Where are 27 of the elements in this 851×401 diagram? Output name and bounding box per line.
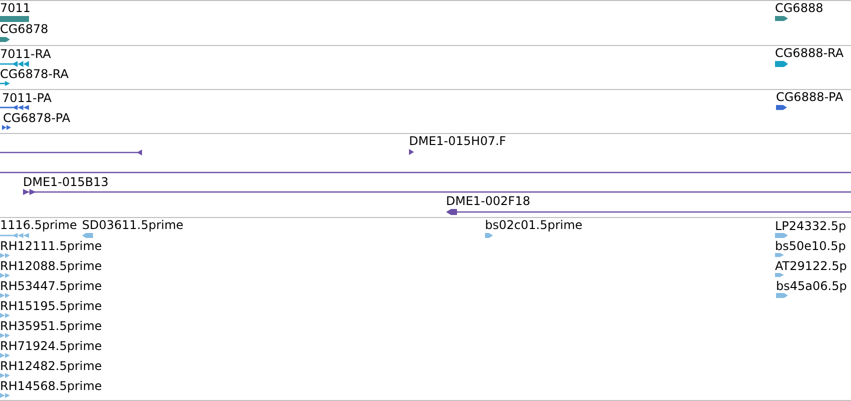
feature-label: RH12111.5prime — [0, 240, 102, 253]
feature-label: 7011-RA — [0, 48, 51, 61]
feature-label: RH14568.5prime — [0, 380, 102, 393]
feature-label: RH12482.5prime — [0, 360, 102, 373]
feature-label: AT29122.5p — [775, 260, 847, 273]
feature-label: RH53447.5prime — [0, 280, 102, 293]
feature-label: CG6888-RA — [775, 47, 844, 60]
feature-label: RH71924.5prime — [0, 340, 102, 353]
feature-label: RH15195.5prime — [0, 300, 102, 313]
feature-label: CG6888-PA — [776, 91, 844, 104]
feature-label: LP24332.5p — [775, 220, 846, 233]
feature-label: DME1-015H07.F — [409, 135, 506, 148]
feature-label: RH35951.5prime — [0, 320, 102, 333]
feature-label: RH12088.5prime — [0, 260, 102, 273]
feature-label: SD03611.5prime — [82, 219, 184, 232]
feature-label: DME1-015B13 — [23, 176, 109, 189]
feature-label: CG6878 — [0, 23, 48, 36]
feature-label: bs02c01.5prime — [485, 219, 582, 232]
feature-label: CG6888 — [775, 2, 824, 15]
feature-label: 1116.5prime — [0, 219, 77, 232]
feature-label: 7011 — [0, 2, 31, 15]
feature-label: bs50e10.5p — [775, 240, 846, 253]
feature-label: bs45a06.5p — [776, 280, 847, 293]
feature-label: DME1-002F18 — [446, 195, 530, 208]
feature-label: CG6878-RA — [0, 68, 69, 81]
feature-label: CG6878-PA — [3, 112, 70, 125]
feature-label: 7011-PA — [2, 92, 52, 105]
